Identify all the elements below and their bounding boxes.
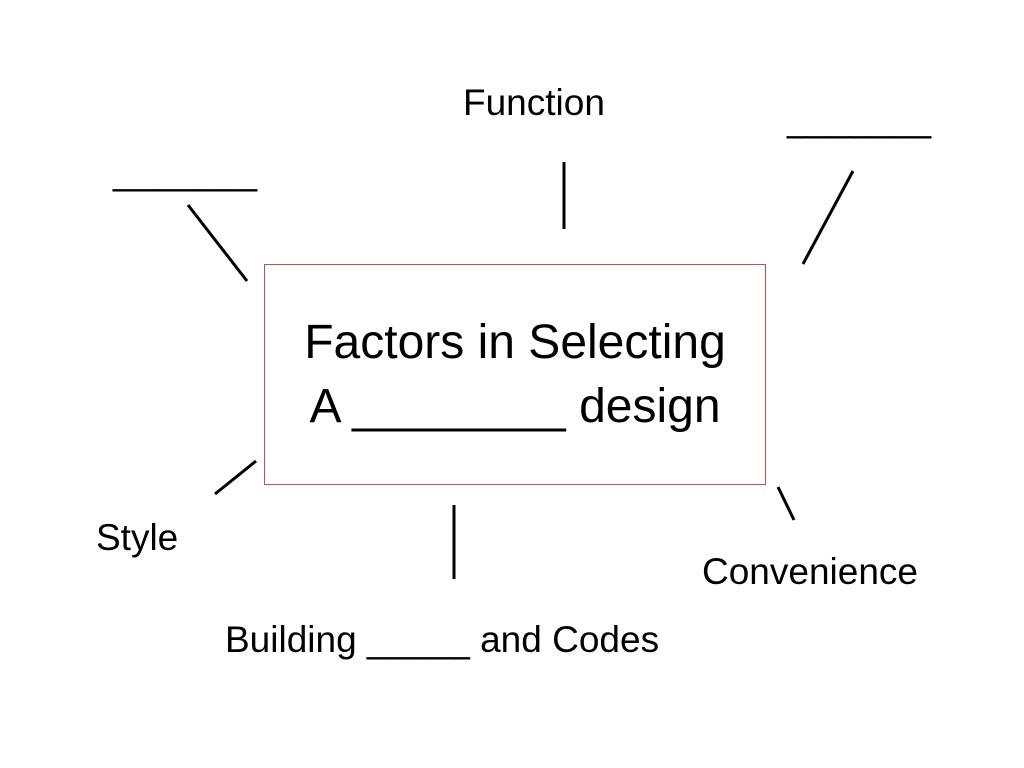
connector-bottom-left <box>214 459 257 496</box>
connector-bottom-right <box>776 486 796 521</box>
label-convenience: Convenience <box>702 551 918 592</box>
label-building-codes: Building _____ and Codes <box>225 619 660 660</box>
central-topic-box: Factors in Selecting A ________ design <box>264 264 766 485</box>
central-topic-line-1: Factors in Selecting <box>304 315 726 369</box>
connector-top-right <box>801 170 855 265</box>
label-style: Style <box>96 517 179 558</box>
label-function: Function <box>463 82 605 123</box>
label-top-left-blank: _______ <box>113 151 258 192</box>
central-topic-line-2: A ________ design <box>309 379 721 433</box>
label-top-right-blank: _______ <box>787 98 932 139</box>
connector-top-left <box>186 204 249 282</box>
